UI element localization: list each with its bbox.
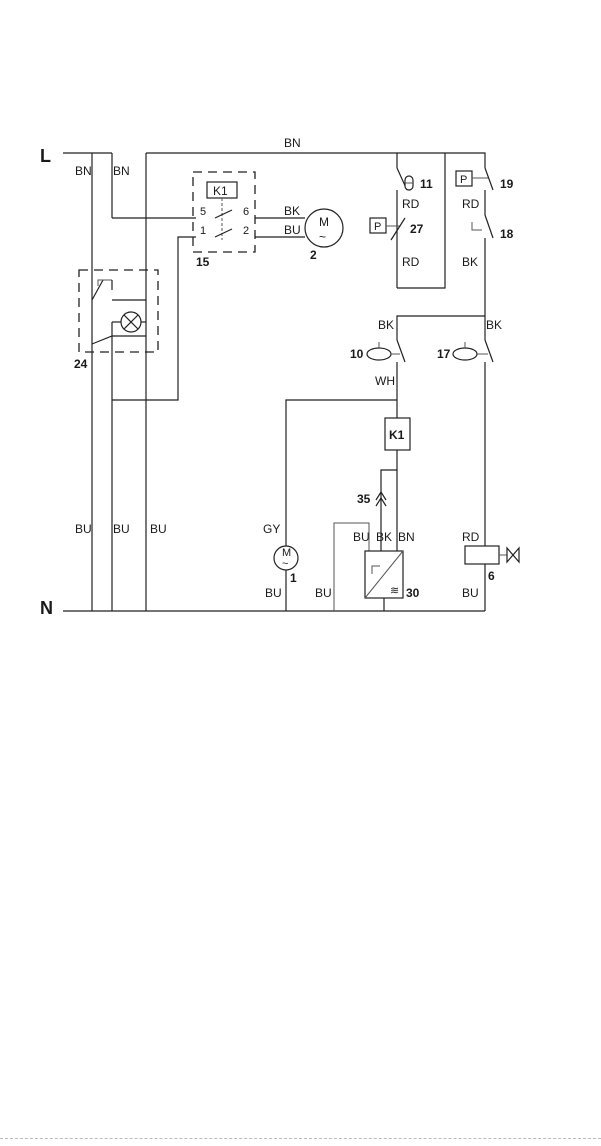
neutral-terminal-label: N <box>40 598 53 618</box>
wire-label-bn-l1: BN <box>75 164 92 178</box>
component-24-label: 24 <box>74 357 88 371</box>
wire-label-bn-30: BN <box>398 530 415 544</box>
solenoid-valve-6-coil <box>465 546 499 564</box>
wire-bk-bridge <box>397 316 485 340</box>
wire-to-motor-1 <box>286 400 397 546</box>
component-27-label: 27 <box>410 222 424 236</box>
component-1-label: 1 <box>290 571 297 585</box>
wire-label-bu-n3: BU <box>150 522 167 536</box>
wire-label-wh-10: WH <box>375 374 395 388</box>
line-terminal-label: L <box>40 146 51 166</box>
component-6-label: 6 <box>488 569 495 583</box>
wire-label-bu-30b: BU <box>315 586 332 600</box>
wire-label-bu-n2: BU <box>113 522 130 536</box>
wire-label-rd-11: RD <box>402 197 420 211</box>
wire-label-bk-10: BK <box>378 318 394 332</box>
wire-label-bu-n1: BU <box>75 522 92 536</box>
wire-label-gy-m1: GY <box>263 522 280 536</box>
component-35-label: 35 <box>357 492 371 506</box>
wire-label-bu-m2: BU <box>284 223 301 237</box>
component-30-label: 30 <box>406 586 420 600</box>
relay-terminal-1: 1 <box>200 225 206 237</box>
component-18-label: 18 <box>500 227 514 241</box>
pressure-switch-19-contact <box>485 168 493 190</box>
thermostat-10-bulb-icon <box>367 348 391 360</box>
motor-1-tilde: ~ <box>282 558 288 570</box>
component-11-label: 11 <box>420 177 433 191</box>
bottom-dashed-rule <box>0 1138 601 1139</box>
switch-18-actuator <box>472 222 482 230</box>
pressure-switch-27-contact <box>391 218 405 240</box>
wire-label-bk-30: BK <box>376 530 392 544</box>
relay-terminal-5: 5 <box>200 206 206 218</box>
wire-label-bu-30a: BU <box>353 530 370 544</box>
thermostat-17-contact <box>485 340 493 362</box>
wire-label-bn-top: BN <box>284 136 301 150</box>
switch-18-contact <box>485 215 493 238</box>
motor-2-tilde: ~ <box>319 230 326 244</box>
relay-contact-1-2 <box>215 229 232 237</box>
wire-label-rd-19: RD <box>462 197 480 211</box>
wire-label-bk-m2: BK <box>284 204 300 218</box>
component-17-label: 17 <box>437 347 451 361</box>
valve-6-icon <box>507 548 519 562</box>
relay-coil-label: K1 <box>389 428 405 442</box>
wire-label-rd-27: RD <box>402 255 420 269</box>
relay-contact-5-6 <box>215 210 232 218</box>
wire-top-right <box>397 153 485 168</box>
relay-terminal-6: 6 <box>243 206 249 218</box>
relay-terminal-2: 2 <box>243 225 249 237</box>
pressure-27-p: P <box>374 221 381 233</box>
relay-label: K1 <box>213 184 228 198</box>
wire-label-rd-6: RD <box>462 530 480 544</box>
heater-30-icon: ≋ <box>390 585 399 597</box>
component-15-label: 15 <box>196 255 210 269</box>
thermostat-17-bulb-icon <box>453 348 477 360</box>
motor-2-m: M <box>319 215 329 229</box>
component-19-label: 19 <box>500 177 514 191</box>
wire-label-bu-m1: BU <box>265 586 282 600</box>
component-2-label: 2 <box>310 248 317 262</box>
wire-label-bk-17: BK <box>486 318 502 332</box>
pressure-19-p: P <box>460 174 467 186</box>
wire-top-bn <box>146 153 397 168</box>
component-10-label: 10 <box>350 347 364 361</box>
wire-label-bk-18: BK <box>462 255 478 269</box>
thermostat-10-contact <box>397 340 405 362</box>
door-switch-lower-contact <box>92 336 146 344</box>
wire-label-bn-l2: BN <box>113 164 130 178</box>
wire-label-bu-6: BU <box>462 586 479 600</box>
